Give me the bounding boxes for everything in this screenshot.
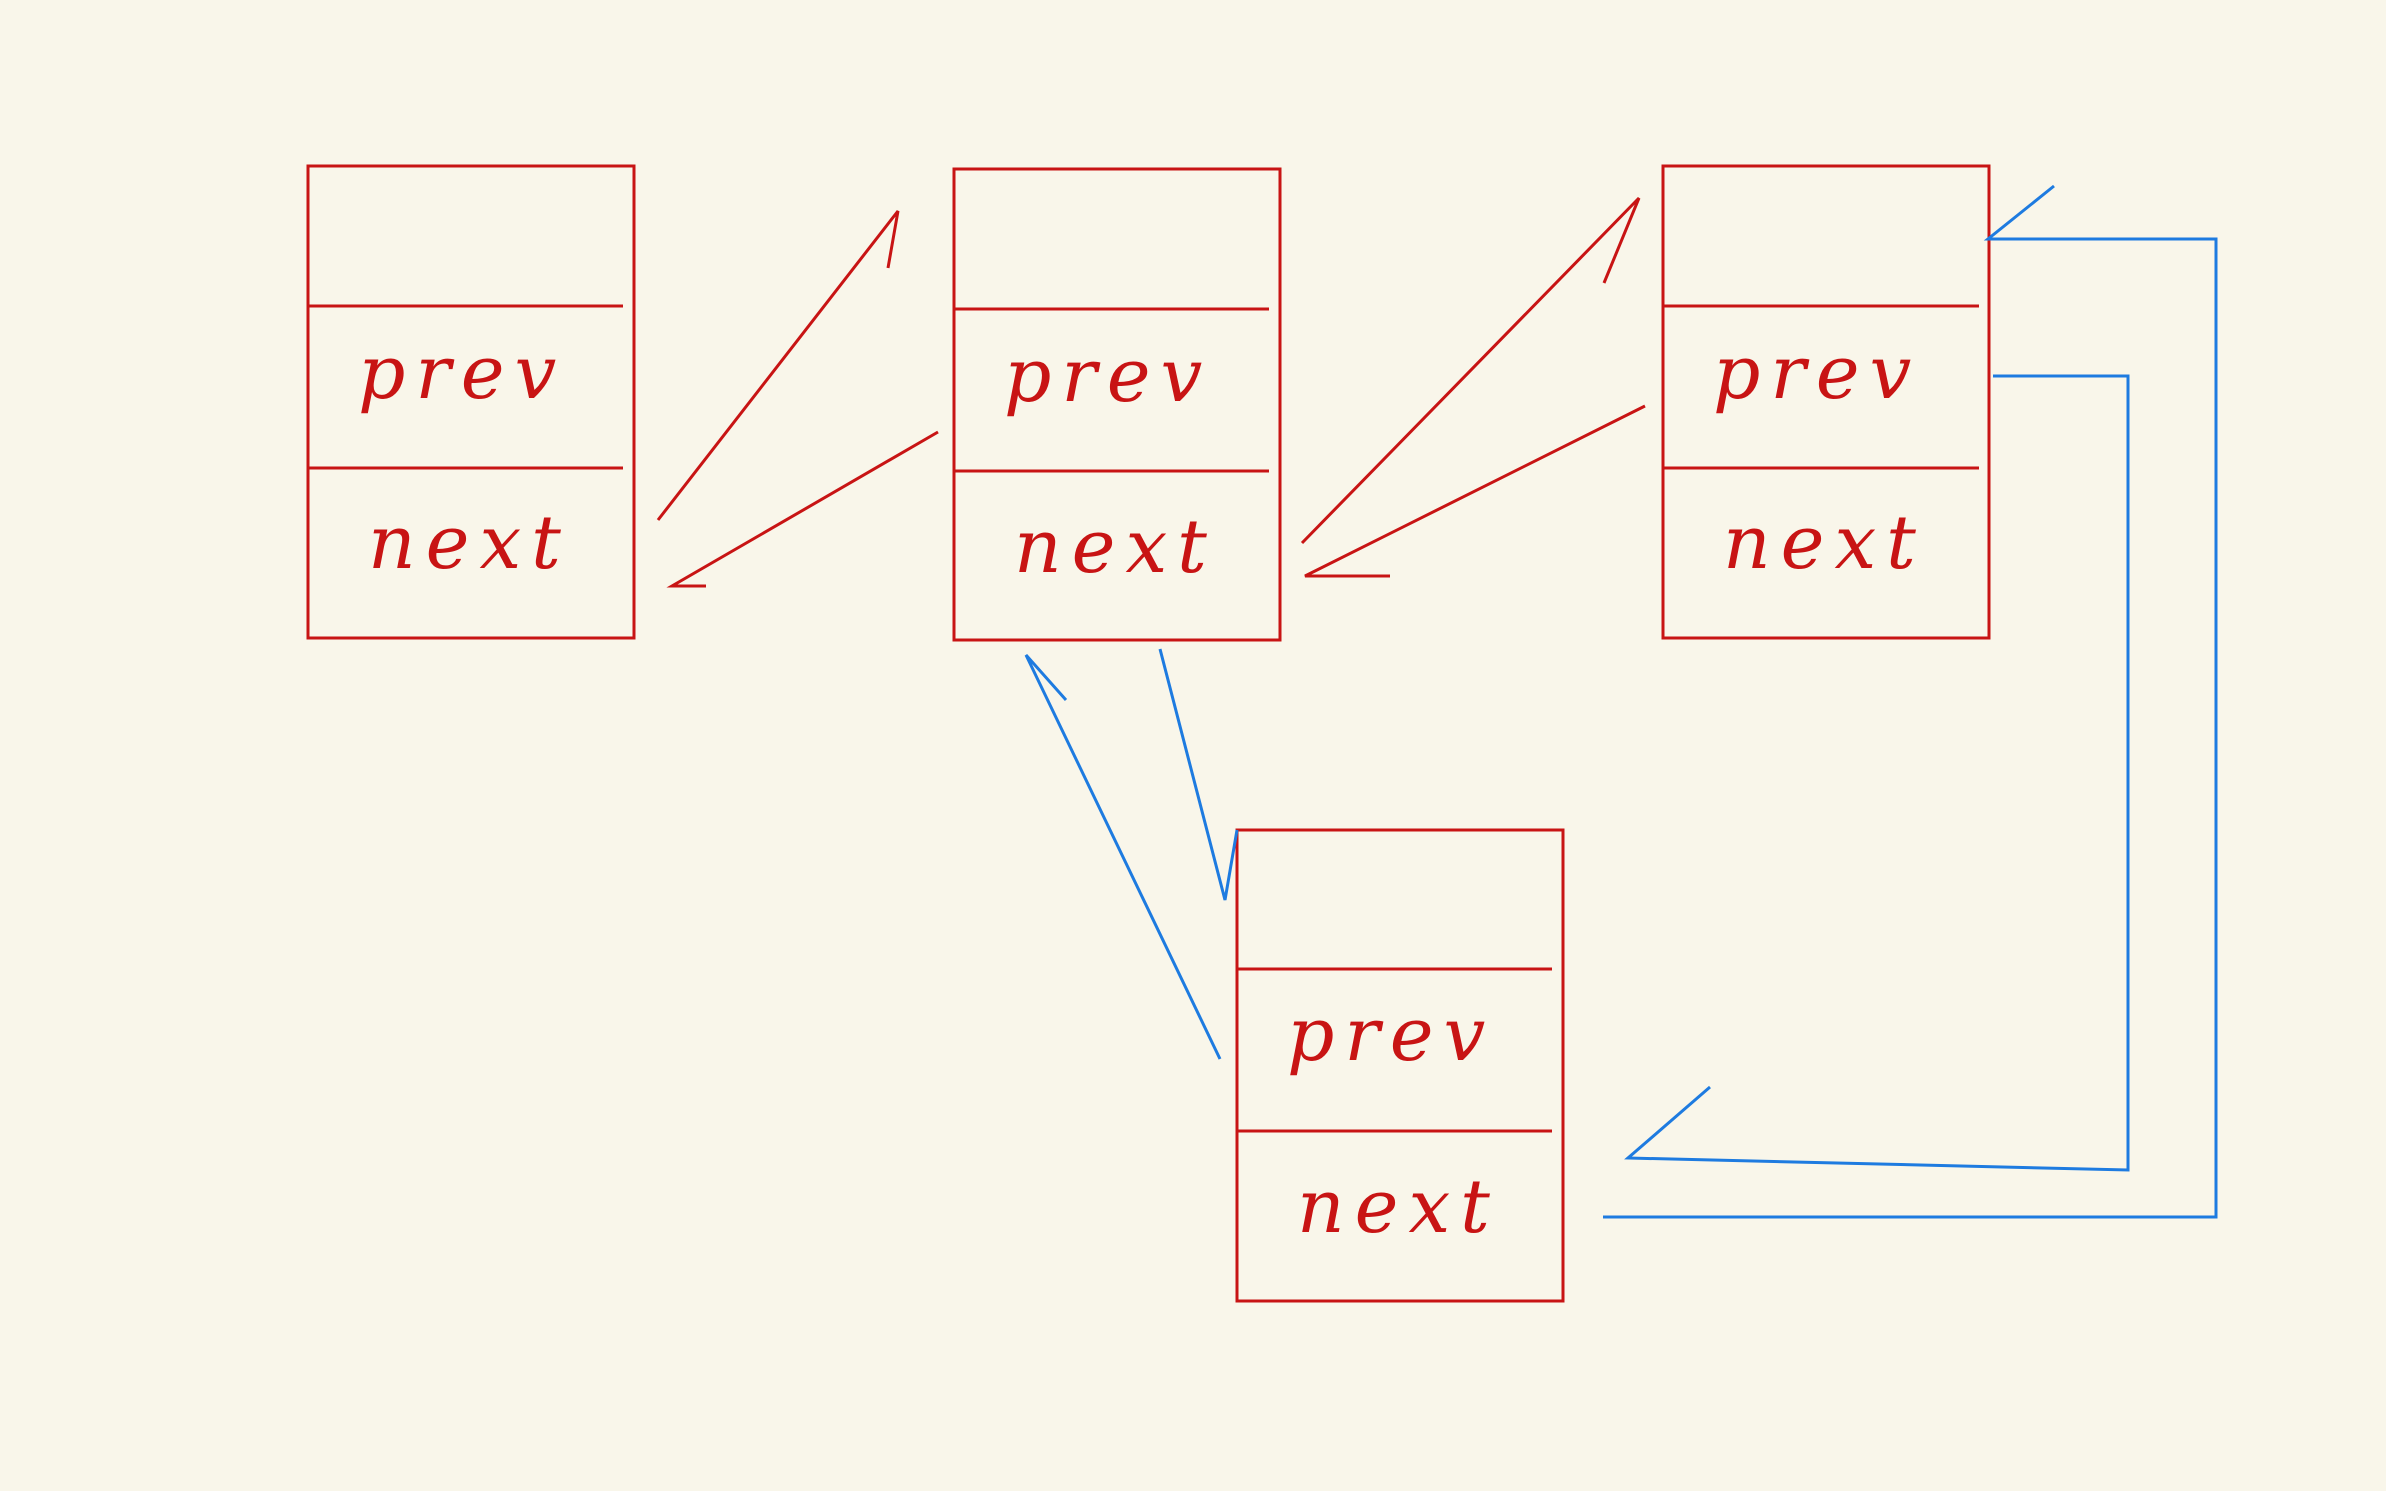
node4-next-to-node3-arrow: [1603, 184, 2218, 1219]
links-node1-node2: [656, 210, 939, 588]
node-3-next-field: next: [1723, 500, 1926, 586]
node-3-prev-field: prev: [1713, 330, 1921, 416]
node-4-next-field: next: [1297, 1164, 1500, 1250]
node-1-box: [306, 164, 636, 640]
node-4-prev-field: prev: [1287, 992, 1495, 1078]
node4-prev-to-node2-arrow: [1024, 654, 1222, 1060]
next-pointer-arrow-2-to-3: [1300, 196, 1641, 545]
node-2-box: [952, 167, 1282, 642]
links-node2-node3: [1300, 196, 1646, 578]
node-1: prev next: [306, 164, 636, 640]
prev-pointer-arrow-2-to-1: [666, 430, 939, 588]
node-4: prev next: [1235, 828, 1565, 1303]
node2-next-to-node4-arrow: [1158, 648, 1239, 901]
next-pointer-arrow-1-to-2: [656, 210, 900, 521]
node-1-next-field: next: [368, 500, 571, 586]
node-3-box: [1661, 164, 1991, 640]
node-3: prev next: [1661, 164, 1991, 640]
node3-prev-to-node4-arrow: [1624, 374, 2130, 1172]
node-2-prev-field: prev: [1004, 333, 1212, 419]
links-inserted-node: [1024, 184, 2218, 1219]
node-2: prev next: [952, 167, 1282, 642]
node-4-box: [1235, 828, 1565, 1303]
node-2-next-field: next: [1014, 504, 1217, 590]
prev-pointer-arrow-3-to-2: [1304, 404, 1646, 578]
node-1-prev-field: prev: [358, 330, 566, 416]
